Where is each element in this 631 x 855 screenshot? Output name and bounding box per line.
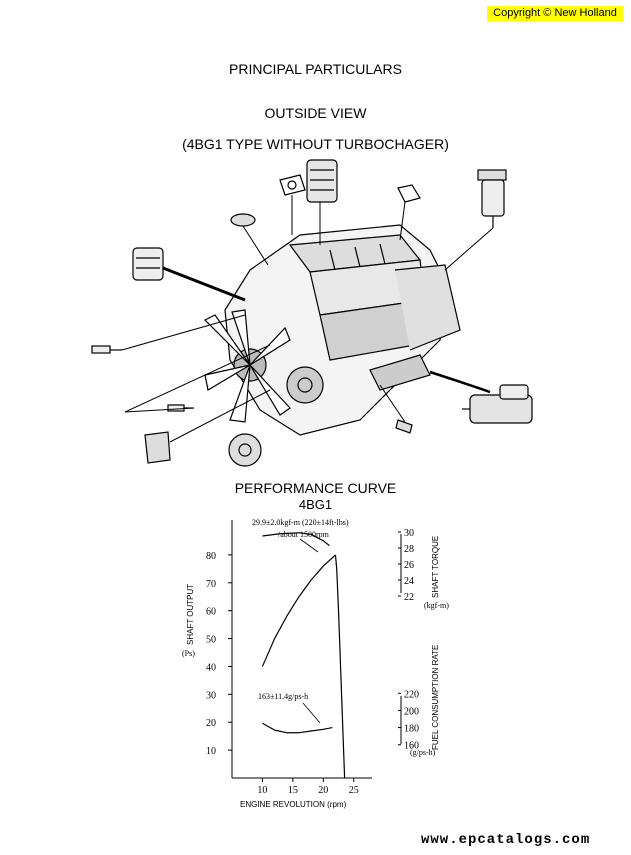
- x-tick-label: 10: [257, 785, 267, 796]
- torque-tick-label: 30: [404, 528, 414, 539]
- fuel-axis-unit: (g/ps-h): [410, 748, 436, 757]
- output-tick-label: 50: [206, 635, 216, 646]
- footer-website: www.epcatalogs.com: [421, 832, 591, 848]
- output-axis-unit: (Ps): [182, 649, 195, 658]
- gasket: [279, 174, 306, 196]
- section-title-outside-view: OUTSIDE VIEW: [264, 105, 367, 121]
- cooling-fan: [203, 309, 291, 423]
- output-tick-label: 10: [206, 746, 216, 757]
- annotation-leaders: [299, 538, 321, 724]
- output-axis-label: SHAFT OUTPUT: [186, 584, 195, 645]
- torque-tick-label: 28: [404, 544, 414, 555]
- output-tick-label: 80: [206, 551, 216, 562]
- fuel-consumption-curve: [262, 722, 333, 734]
- torque-axis-unit: (kgf-m): [424, 601, 449, 610]
- output-governed-drop: [334, 554, 346, 779]
- mount-bracket: [144, 431, 171, 464]
- x-tick-label: 15: [288, 785, 298, 796]
- torque-tick-label: 26: [404, 560, 414, 571]
- starter-motor: [462, 384, 533, 424]
- x-tick-label: 20: [318, 785, 328, 796]
- x-tick-label: 25: [349, 785, 359, 796]
- output-tick-label: 20: [206, 718, 216, 729]
- fuel-tick-label: 180: [404, 724, 419, 735]
- sensor: [395, 419, 413, 434]
- oil-filter: [306, 159, 338, 203]
- water-pump: [228, 433, 262, 467]
- fuel-filter: [477, 169, 507, 228]
- copyright-badge: Copyright © New Holland: [487, 6, 623, 21]
- output-tick-label: 40: [206, 662, 216, 673]
- performance-chart: 10 15 20 25 10 20 30 40 50 60 70 80 30 28 26 24 22 220…: [182, 518, 449, 809]
- fuel-tick-label: 200: [404, 706, 419, 717]
- torque-tick-label: 24: [404, 576, 414, 587]
- engine-illustration: [91, 159, 533, 467]
- torque-tick-label: 22: [404, 592, 414, 603]
- output-tick-label: 70: [206, 579, 216, 590]
- fuel-tick-label: 220: [404, 689, 419, 700]
- torque-curve: [262, 532, 330, 547]
- torque-annotation-line1: 29.9±2.0kgf-m (220±14ft-lbs): [252, 518, 349, 527]
- water-filter: [132, 247, 164, 281]
- page-title: PRINCIPAL PARTICULARS: [229, 61, 402, 77]
- chart-title: PERFORMANCE CURVE: [234, 480, 397, 496]
- fuel-annotation: 163±11.4g/ps-h: [258, 692, 308, 701]
- output-tick-label: 60: [206, 607, 216, 618]
- torque-annotation-line2: /about 1500rpm: [278, 530, 330, 539]
- fuel-tick-label: 160: [404, 741, 419, 752]
- output-tick-label: 30: [206, 690, 216, 701]
- oil-cap: [230, 213, 256, 227]
- fuel-axis-label: FUEL CONSUMPTION RATE: [431, 645, 440, 750]
- x-axis-label: ENGINE REVOLUTION (rpm): [240, 800, 347, 809]
- chart-subtitle: 4BG1: [298, 497, 333, 512]
- glow-plug: [91, 345, 122, 354]
- engine-type-title: (4BG1 TYPE WITHOUT TURBOCHAGER): [182, 136, 449, 152]
- output-curve: [261, 554, 336, 667]
- torque-axis-label: SHAFT TORQUE: [431, 536, 440, 598]
